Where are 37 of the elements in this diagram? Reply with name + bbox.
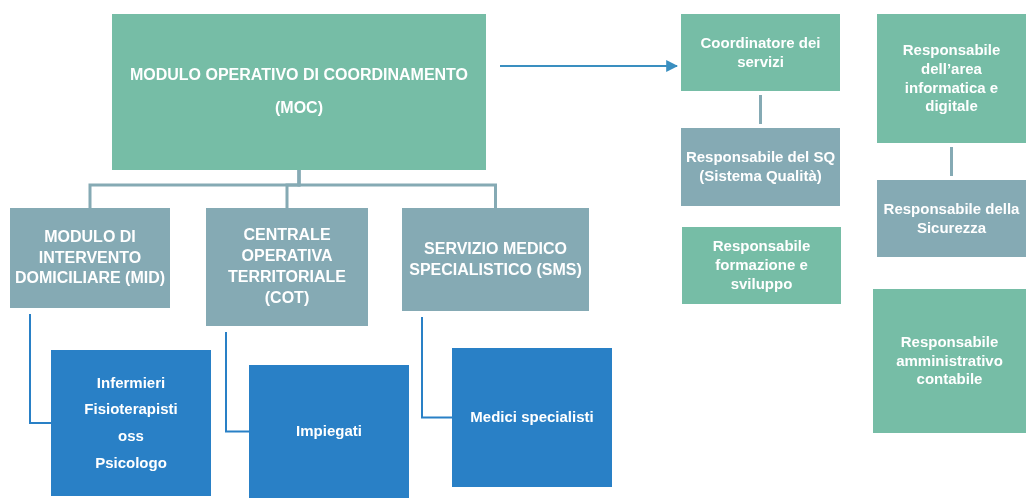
connector-line <box>297 170 497 208</box>
box-label: Responsabile della Sicurezza <box>882 199 1021 238</box>
org-box <box>402 208 589 311</box>
org-box <box>452 348 612 487</box>
box-label: Coordinatore dei servizi <box>699 33 822 72</box>
org-box <box>10 208 170 308</box>
box-label: CENTRALE OPERATIVA TERRITORIALE (COT) <box>227 225 347 308</box>
connector-line <box>950 147 953 176</box>
org-box <box>51 350 211 496</box>
box-label: Impiegati <box>296 422 362 441</box>
connector-line <box>29 313 52 424</box>
box-label: Psicologo <box>95 453 167 473</box>
connector-line <box>421 316 453 419</box>
box-label: oss <box>118 427 144 446</box>
box-label: Responsabile formazione e sviluppo <box>711 237 812 294</box>
box-label: Infermieri <box>96 373 166 393</box>
org-box <box>877 14 1026 143</box>
box-label: Fisioterapisti <box>84 400 178 419</box>
org-box <box>681 14 840 91</box>
box-label: MODULO OPERATIVO DI COORDINAMENTO <box>129 65 469 86</box>
org-box <box>112 14 486 170</box>
org-box <box>682 227 841 304</box>
arrow <box>499 60 679 72</box>
box-label: MODULO DI INTERVENTO DOMICILIARE (MID) <box>14 226 166 289</box>
connector-line <box>225 331 250 433</box>
org-box <box>249 365 409 498</box>
org-box <box>877 180 1026 257</box>
org-box <box>681 128 840 206</box>
box-label: Responsabile dell’area informatica e digitale <box>901 41 1002 116</box>
org-box <box>873 289 1026 433</box>
box-label: SERVIZIO MEDICO SPECIALISTICO (SMS) <box>408 238 583 280</box>
box-label: (MOC) <box>275 98 323 118</box>
box-label: Medici specialisti <box>470 408 594 427</box>
box-label: Responsabile del SQ (Sistema Qualità) <box>685 148 836 186</box>
connector-line <box>759 95 762 124</box>
box-label: Responsabile amministrativo contabile <box>895 332 1004 390</box>
org-box <box>206 208 368 326</box>
